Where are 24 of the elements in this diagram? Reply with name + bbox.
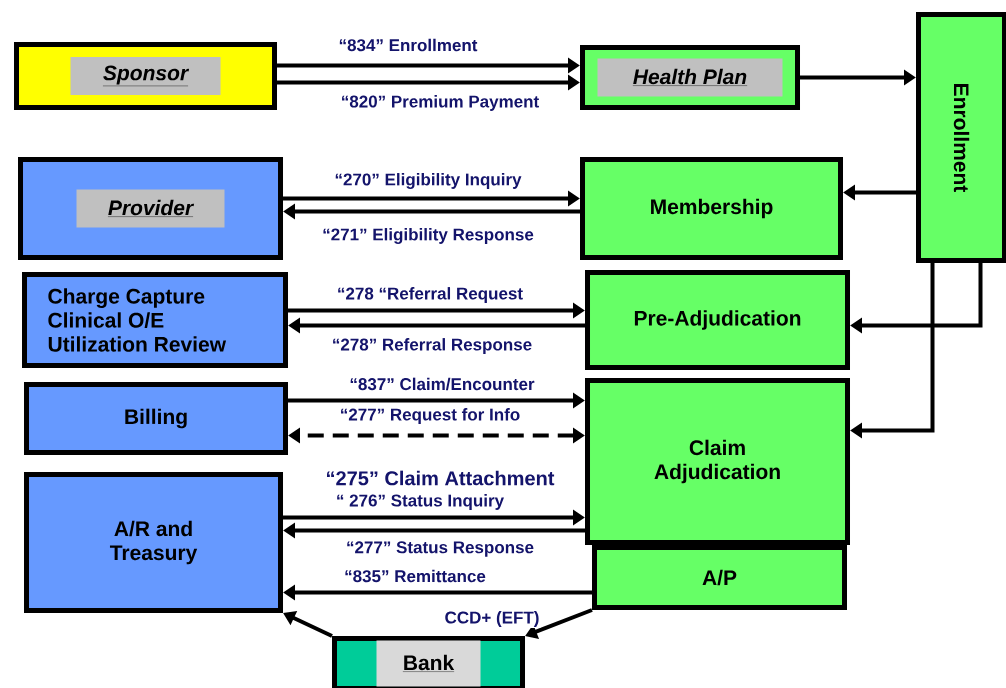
edge-label: “834” Enrollment (337, 37, 479, 53)
edge-label: “277” Status Response (345, 540, 535, 558)
edge-label: “835” Remittance (343, 568, 487, 584)
edge-label: CCD+ (EFT) (443, 610, 541, 628)
process-box: Health Plan (580, 45, 800, 110)
process-box: Pre-Adjudication (585, 270, 850, 370)
edge-label: “270” Eligibility Inquiry (333, 172, 523, 190)
process-box: Bank (332, 636, 525, 688)
edge-label: “278 “Referral Request (335, 286, 525, 304)
edge-label: “271” Eligibility Response (321, 227, 535, 245)
process-box: Membership (580, 157, 843, 260)
process-box: A/R and Treasury (24, 472, 283, 613)
edge-label: “ 276” Status Inquiry (334, 493, 506, 511)
process-box: Enrollment (916, 12, 1006, 263)
process-box: Billing (24, 382, 288, 455)
edge-label: “278” Referral Response (330, 337, 534, 355)
process-box: Sponsor (14, 42, 277, 110)
process-box: Provider (18, 157, 283, 260)
process-box: Charge Capture Clinical O/E Utilization Review (22, 272, 288, 368)
edge-label: “820” Premium Payment (339, 94, 541, 112)
process-box: A/P (592, 545, 847, 610)
transaction-label: “275” Claim Attachment (324, 469, 556, 487)
edge-label: “277” Request for Info (338, 407, 522, 425)
edge-label: “837” Claim/Encounter (348, 376, 536, 392)
